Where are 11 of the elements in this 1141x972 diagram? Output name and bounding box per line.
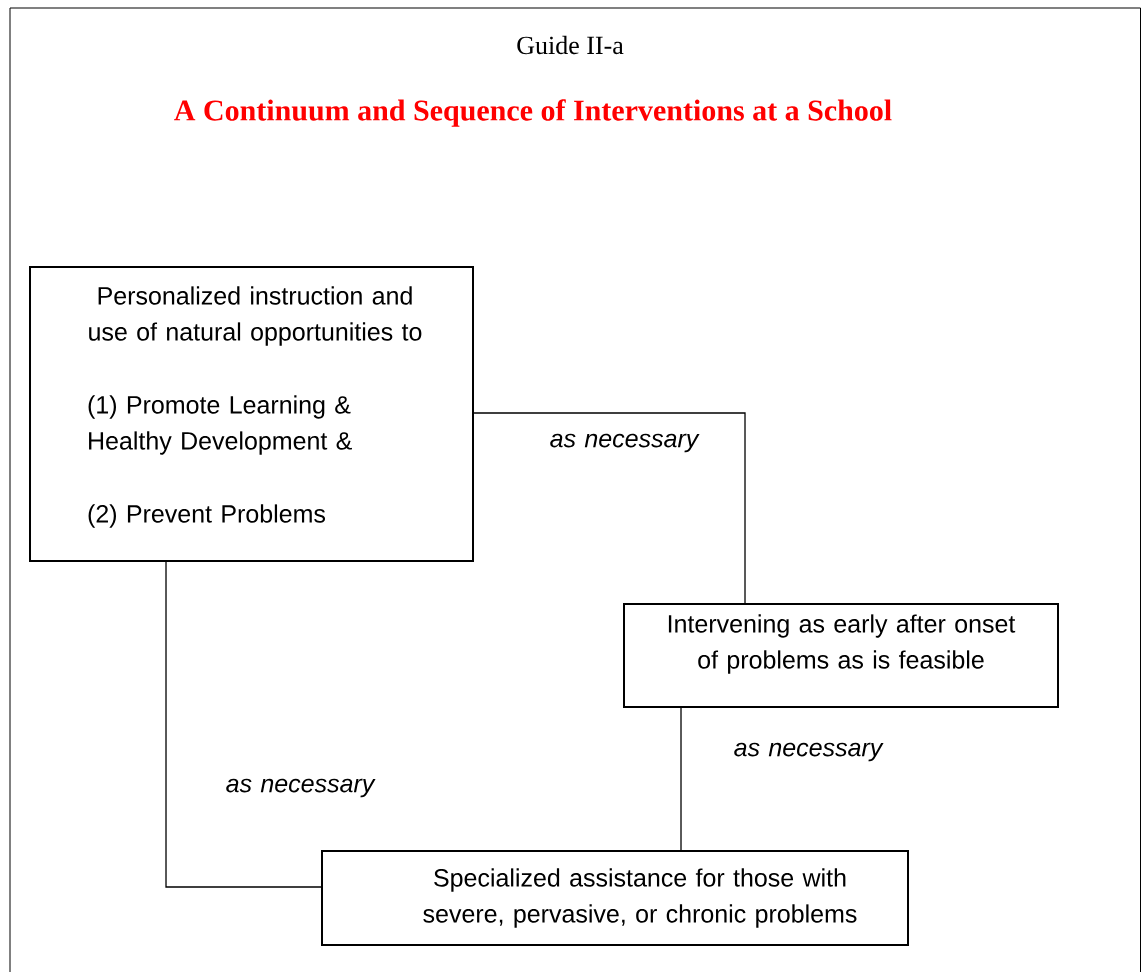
connector-line — [680, 707, 682, 851]
edge-label: as necessary — [550, 433, 700, 453]
text-box: Specialized assistance for those with severe, pervasive, or chronic problems — [321, 850, 909, 946]
edge-label: as necessary — [734, 742, 884, 762]
connector-line — [473, 412, 746, 604]
heading: A Continuum and Sequence of Interventions at a School — [174, 99, 892, 127]
page-label: Guide II-a — [517, 35, 624, 55]
text-box: Intervening as early after onset of problems as is feasible — [623, 603, 1059, 708]
edge-label: as necessary — [226, 778, 376, 798]
text-box: Personalized instruction and use of natural opportunities to (1) Promote Learning & Healthy Development & (2) Prevent Problems — [29, 266, 474, 562]
connector-line — [165, 561, 322, 888]
